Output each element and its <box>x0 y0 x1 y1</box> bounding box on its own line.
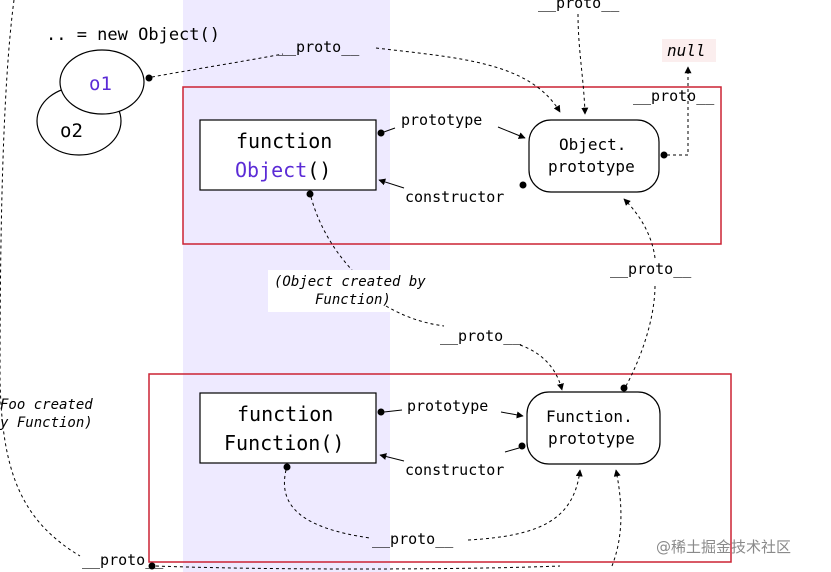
function-constructor-edge-label: constructor <box>405 461 504 479</box>
new-object-expression: .. = new Object() <box>46 25 220 45</box>
function-group-frame <box>148 373 732 563</box>
function-function-proto-edge <box>284 469 371 539</box>
top-proto-edge <box>577 13 589 115</box>
function-prototype-node <box>526 391 661 465</box>
function-object-box <box>199 119 377 191</box>
function-object-keyword: function <box>236 129 332 153</box>
o2-label: o2 <box>60 120 83 142</box>
foo-created-note-line2: y Function) <box>0 415 93 431</box>
function-object-name: Object() <box>235 158 331 182</box>
bottom-left-proto-label: __proto__ <box>82 551 164 569</box>
object-constructor-edge-arrow <box>378 178 405 189</box>
function-prototype-incoming-edge <box>611 469 622 567</box>
foo-created-note-line1: Foo created <box>0 397 93 413</box>
function-prototype-line1: Function. <box>546 407 633 426</box>
o1-proto-edge-arrow <box>375 47 561 113</box>
function-prototype-edge-arrow <box>500 411 524 419</box>
function-constructor-edge-dot <box>518 442 526 450</box>
object-prototype-proto-dot <box>660 151 668 159</box>
function-prototype-proto-dot <box>620 384 628 392</box>
null-label: null <box>667 41 706 60</box>
object-created-note-line2: Function) <box>315 292 391 308</box>
object-created-note-line1: (Object created by <box>274 274 426 290</box>
function-constructor-edge-arrow <box>504 447 520 453</box>
function-constructor-edge-arrow-head <box>379 453 405 462</box>
function-function-name: Function() <box>224 431 344 455</box>
object-prototype-proto-edge <box>667 66 692 156</box>
top-proto-label: __proto__ <box>538 0 620 12</box>
object-prototype-line2: prototype <box>548 157 635 176</box>
o1-proto-edge <box>151 53 284 78</box>
bottom-proto-edge-arrow <box>467 469 583 541</box>
function-prototype-proto-edge-upper <box>623 198 656 259</box>
function-function-keyword: function <box>237 402 333 426</box>
function-prototype-edge-label: prototype <box>407 397 488 415</box>
function-prototype-edge-stub <box>383 409 403 413</box>
mid-proto-edge-arrow <box>519 344 564 391</box>
bottom-proto-label: __proto__ <box>372 530 454 548</box>
function-object-proto-dot <box>306 190 314 198</box>
object-prototype-line1: Object. <box>559 135 626 154</box>
object-prototype-node <box>528 119 660 193</box>
mid-proto-label: __proto__ <box>440 327 522 345</box>
right-proto-label: __proto__ <box>610 260 692 278</box>
bottom-left-proto-dot <box>148 562 156 570</box>
function-prototype-edge-dot <box>377 408 385 416</box>
object-prototype-edge-label: prototype <box>401 111 482 129</box>
o1-proto-dot <box>145 74 153 82</box>
null-background <box>662 39 716 62</box>
null-proto-label: __proto__ <box>633 87 715 105</box>
object-created-note-background <box>268 270 446 312</box>
object-constructor-edge-dot <box>519 181 527 189</box>
object-constructor-edge-label: constructor <box>405 188 504 206</box>
watermark: @稀土掘金技术社区 <box>656 538 791 556</box>
object-prototype-edge-arrow <box>497 126 526 139</box>
object-prototype-edge-dot <box>377 129 385 137</box>
function-function-proto-dot <box>283 463 291 471</box>
function-prototype-line2: prototype <box>548 429 635 448</box>
o1-proto-label: __proto__ <box>278 38 360 56</box>
o1-node <box>59 49 145 115</box>
function-prototype-proto-edge-lower <box>625 284 656 387</box>
function-object-proto-edge-lower <box>385 305 445 327</box>
function-function-box <box>199 392 377 464</box>
o1-label: o1 <box>89 73 112 95</box>
foo-proto-edge <box>0 0 81 557</box>
object-group-frame <box>182 86 722 245</box>
